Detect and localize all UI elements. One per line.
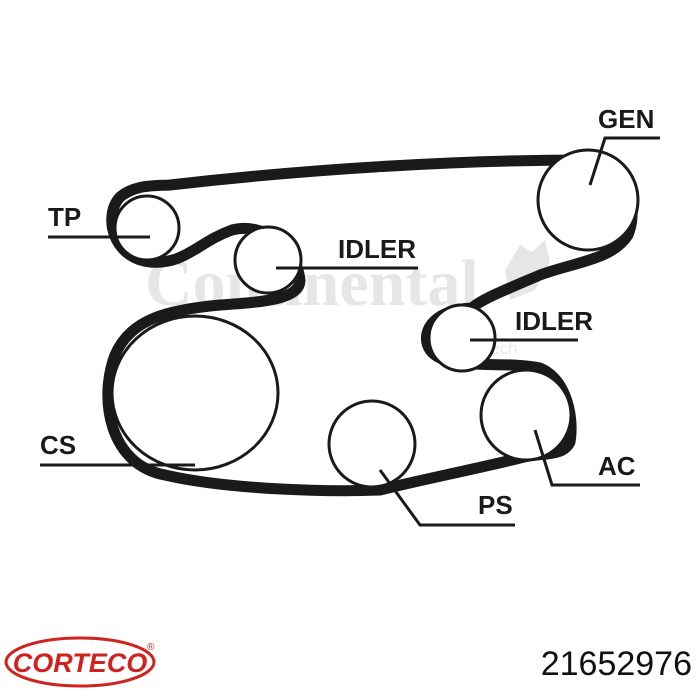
- ac-pulley: [479, 368, 573, 462]
- idler-upper-label: IDLER: [338, 234, 416, 264]
- ps-leader: [378, 469, 515, 527]
- idler-lower-label: IDLER: [515, 306, 593, 336]
- ps-pulley: [327, 399, 417, 489]
- registered-mark: ®: [147, 642, 155, 653]
- corteco-logo-text: CORTECO: [13, 648, 148, 678]
- cs-label: CS: [40, 430, 76, 460]
- gen-pulley: [536, 148, 640, 252]
- tp-label: TP: [48, 202, 81, 232]
- cs-pulley: [110, 314, 280, 472]
- idler-lower-pulley: [427, 303, 497, 373]
- part-number: 21652976: [541, 645, 692, 683]
- ac-label: AC: [598, 451, 636, 481]
- corteco-logo: CORTECO ®: [4, 636, 156, 688]
- gen-leader: [588, 136, 660, 186]
- ps-label: PS: [478, 490, 513, 520]
- tp-pulley: [113, 194, 181, 262]
- idler-upper-pulley: [233, 225, 303, 295]
- ac-leader: [533, 429, 640, 487]
- leader-lines: [40, 136, 660, 527]
- gen-label: GEN: [598, 104, 654, 134]
